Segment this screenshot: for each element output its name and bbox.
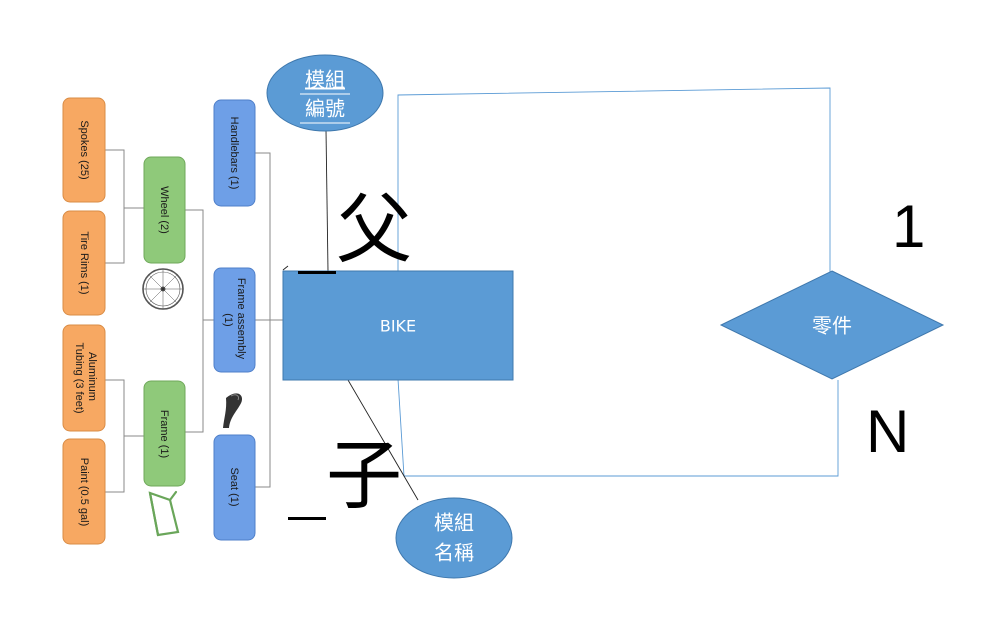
bike-entity-label: BIKE: [380, 317, 416, 336]
component-aluminum-tubing: Aluminum Tubing (3 feet): [62, 324, 106, 432]
bom-connectors: [105, 149, 283, 493]
assembly-label: Frame assembly (1): [222, 278, 247, 362]
bike-frame-icon: [148, 490, 180, 537]
subassembly-frame: Frame (1): [143, 380, 186, 487]
component-spokes: Spokes (25): [62, 97, 106, 203]
attribute-label-line-2: 名稱: [434, 541, 474, 565]
bike-entity: BIKE: [282, 270, 514, 381]
assembly-label: Handlebars (1): [228, 117, 240, 190]
assembly-frame: Frame assembly (1): [213, 267, 256, 373]
attribute-label-line-1: 模組: [305, 68, 345, 92]
relationship-diamond: 零件: [719, 270, 945, 380]
component-label: Spokes (25): [78, 120, 90, 179]
assembly-label-line-2: (1): [222, 313, 234, 326]
parent-role-mark: _父: [298, 185, 412, 274]
assembly-label-line-1: Frame assembly: [235, 278, 247, 360]
attribute-label-line-2: 編號: [305, 97, 345, 121]
subassembly-label: Frame (1): [158, 410, 170, 458]
relationship-label: 零件: [812, 314, 852, 338]
attribute-label-line-1: 模組: [434, 511, 474, 535]
component-label-line-2: Tubing (3 feet): [73, 342, 85, 413]
component-label: Tire Rims (1): [78, 231, 90, 294]
child-role-mark: _子: [288, 431, 402, 520]
component-label-line-1: Aluminum: [86, 352, 98, 401]
subassembly-wheel: Wheel (2): [143, 156, 186, 264]
assembly-seat: Seat (1): [213, 434, 256, 541]
assembly-handlebars: Handlebars (1): [213, 99, 256, 207]
wheel-icon: [142, 268, 184, 310]
component-paint: Paint (0.5 gal): [62, 438, 106, 545]
component-label: Paint (0.5 gal): [78, 458, 90, 526]
cardinality-many: N: [866, 398, 909, 465]
component-label: Aluminum Tubing (3 feet): [73, 342, 98, 413]
attribute-module-name: 模組 名稱: [395, 497, 513, 579]
bike-seat-icon: [223, 393, 243, 428]
assembly-label: Seat (1): [228, 467, 240, 506]
cardinality-one: 1: [892, 193, 925, 260]
component-tire-rims: Tire Rims (1): [62, 210, 106, 316]
er-relationship-lines: [397, 87, 839, 477]
subassembly-label: Wheel (2): [158, 186, 170, 234]
attribute-connectors: [282, 129, 419, 501]
attribute-module-id: 模組 編號: [266, 54, 384, 132]
